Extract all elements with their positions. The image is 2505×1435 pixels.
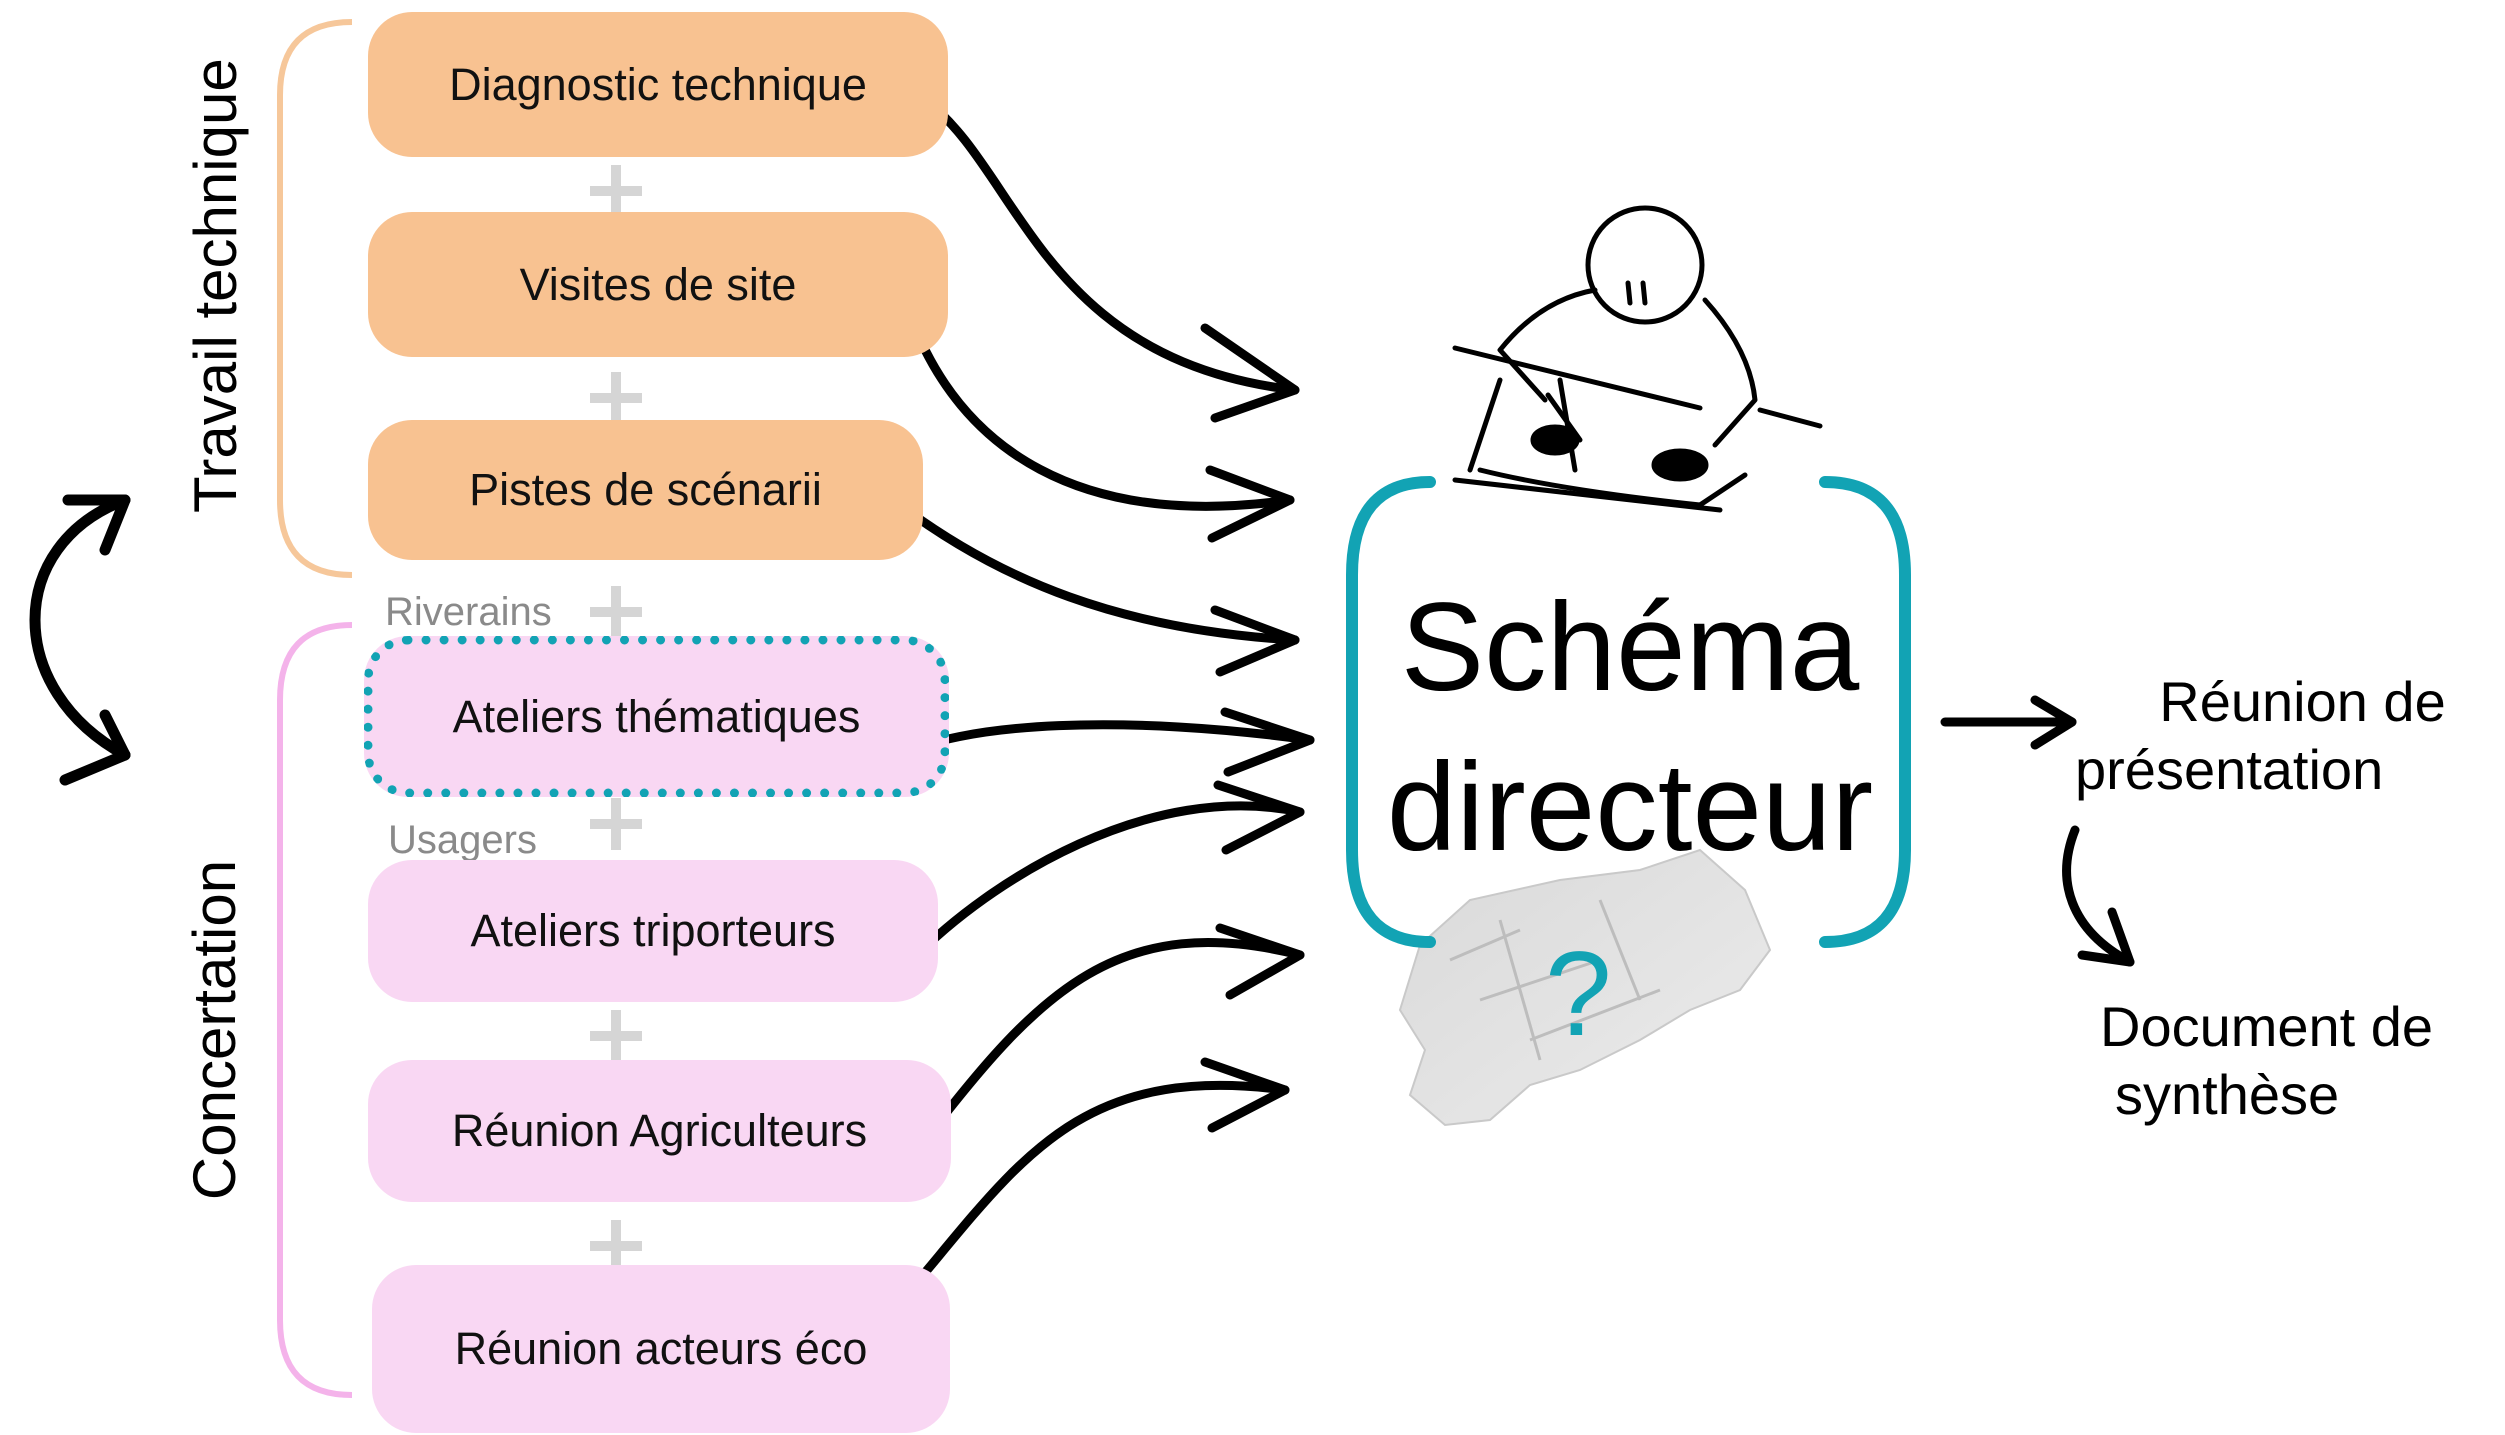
box-thematic-workshops: Ateliers thématiques: [364, 636, 949, 797]
box-tricycle-workshops: Ateliers triporteurs: [368, 860, 938, 1002]
plus-icon: [590, 372, 642, 424]
plus-icon: [590, 798, 642, 850]
box-eco-actors-meeting: Réunion acteurs éco: [372, 1265, 950, 1433]
box-diagnostic: Diagnostic technique: [368, 12, 948, 157]
schema-title-line1: Schéma: [1400, 578, 1860, 717]
box-site-visits: Visites de site: [368, 212, 948, 357]
consultation-bracket: [277, 622, 353, 1398]
output-synthesis-document: Document de synthèse: [2100, 993, 2500, 1130]
audience-label-residents: Riverains: [385, 590, 552, 634]
map-illustration: [1398, 848, 1772, 1127]
group-label-consultation: Concertation: [181, 859, 248, 1201]
box-scenarios: Pistes de scénarii: [368, 420, 923, 560]
output-presentation-meeting: Réunion de présentation: [2075, 668, 2475, 805]
plus-icon: [590, 1010, 642, 1062]
output-presentation-line2: présentation: [2075, 738, 2384, 802]
audience-label-users: Usagers: [388, 818, 537, 862]
plus-icon: [590, 1220, 642, 1272]
output-presentation-line1: Réunion de: [2159, 670, 2446, 733]
output-synthesis-line1: Document de: [2100, 995, 2434, 1058]
output-synthesis-line2: synthèse: [2115, 1063, 2340, 1127]
double-arrow-icon: [29, 494, 131, 786]
schema-title-line2: directeur: [1386, 738, 1874, 877]
output-arrows: [1940, 695, 2135, 967]
plus-icon: [590, 586, 642, 638]
box-farmers-meeting: Réunion Agriculteurs: [368, 1060, 951, 1202]
group-label-technical: Travail technique: [182, 58, 249, 513]
plus-icon: [590, 165, 642, 217]
technical-bracket: [277, 19, 353, 578]
question-mark-icon: ?: [1545, 927, 1612, 1061]
schema-frame: [1346, 476, 1911, 948]
person-sketch-icon: [1452, 205, 1823, 513]
